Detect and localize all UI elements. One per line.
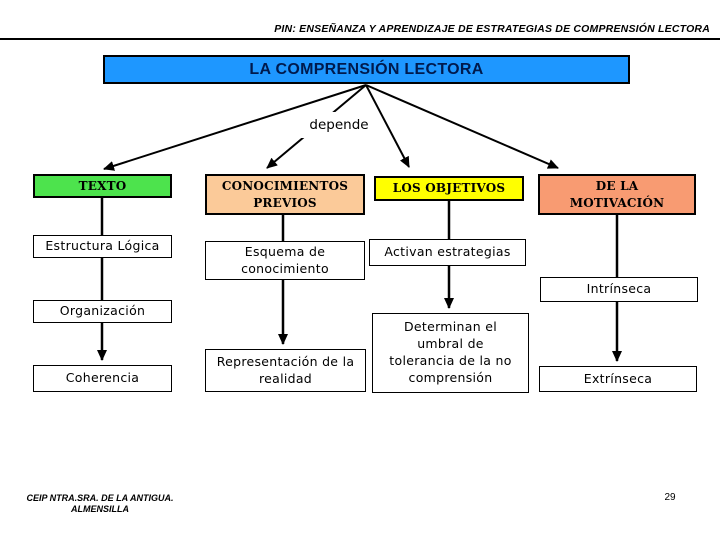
node-organizacion: Organización: [33, 300, 172, 323]
node-coherencia: Coherencia: [33, 365, 172, 392]
node-conocimientos-previos: CONOCIMIENTOS PREVIOS: [205, 174, 365, 215]
node-determinan-umbral: Determinan el umbral de tolerancia de la…: [372, 313, 529, 393]
node-activan-estrategias: Activan estrategias: [369, 239, 526, 266]
connector-label-depende: depende: [300, 112, 378, 138]
footer-school-line2: ALMENSILLA: [71, 504, 129, 514]
node-representacion-realidad: Representación de la realidad: [205, 349, 366, 392]
footer-school-line1: CEIP NTRA.SRA. DE LA ANTIGUA.: [26, 493, 174, 503]
node-intrinseca: Intrínseca: [540, 277, 698, 302]
node-estructura-logica: Estructura Lógica: [33, 235, 172, 258]
header-course-title: PIN: ENSEÑANZA Y APRENDIZAJE DE ESTRATEG…: [274, 23, 710, 35]
page-number: 29: [664, 492, 676, 503]
node-extrinseca: Extrínseca: [539, 366, 697, 392]
footer-school-name: CEIP NTRA.SRA. DE LA ANTIGUA. ALMENSILLA: [25, 493, 175, 515]
header-rule: [0, 38, 720, 40]
node-texto: TEXTO: [33, 174, 172, 198]
node-los-objetivos: LOS OBJETIVOS: [374, 176, 524, 201]
main-title-box: LA COMPRENSIÓN LECTORA: [103, 55, 630, 84]
node-de-la-motivacion: DE LA MOTIVACIÓN: [538, 174, 696, 215]
node-esquema-conocimiento: Esquema de conocimiento: [205, 241, 365, 280]
